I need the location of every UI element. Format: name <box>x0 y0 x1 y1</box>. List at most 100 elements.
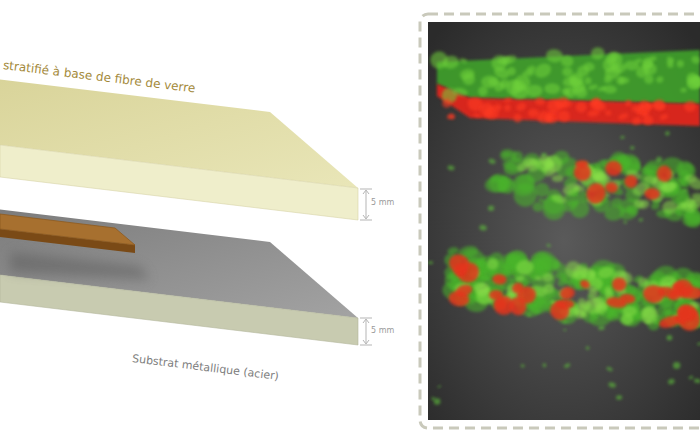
blob <box>547 298 573 323</box>
blob <box>642 62 658 76</box>
blob <box>623 220 627 224</box>
blob <box>620 312 634 326</box>
blob <box>504 97 513 103</box>
blob <box>528 109 539 118</box>
blob <box>694 378 700 383</box>
blob <box>604 109 612 116</box>
blob <box>454 282 474 299</box>
blob <box>642 284 665 304</box>
dashed-frame <box>420 14 700 428</box>
blob <box>562 67 574 78</box>
blob <box>537 155 553 172</box>
blob <box>633 199 644 208</box>
blob <box>556 277 569 288</box>
blob <box>588 270 597 278</box>
blob <box>563 329 566 331</box>
blob <box>678 306 693 321</box>
blob <box>542 273 554 282</box>
blob <box>661 200 677 216</box>
blob <box>604 181 618 194</box>
blob <box>484 176 509 193</box>
blob <box>488 158 496 165</box>
blob <box>683 100 697 113</box>
blob <box>584 180 609 206</box>
tomography-blobs <box>428 47 700 405</box>
blob <box>624 174 638 189</box>
blob <box>658 314 682 330</box>
blob <box>515 101 528 112</box>
blob <box>681 286 700 299</box>
blob <box>640 305 657 322</box>
blob <box>641 110 649 118</box>
blob <box>552 175 564 182</box>
blob <box>434 398 441 405</box>
blob <box>502 152 512 158</box>
blob <box>462 72 476 85</box>
dimension-mark <box>360 189 372 345</box>
steel-plate <box>0 210 358 345</box>
blob <box>492 273 507 285</box>
blob <box>515 259 535 276</box>
blob <box>655 164 673 183</box>
blob <box>546 243 551 247</box>
blob <box>506 79 521 95</box>
blob <box>501 53 518 66</box>
blob <box>583 76 593 86</box>
blob <box>583 62 595 72</box>
blob <box>532 61 554 81</box>
blob <box>562 75 579 88</box>
blob <box>544 83 560 94</box>
blob <box>667 378 675 385</box>
blob <box>570 263 590 283</box>
blob <box>611 277 626 292</box>
blob <box>493 103 502 111</box>
blob <box>447 115 455 120</box>
blob <box>582 294 606 317</box>
blob <box>666 56 675 63</box>
blob <box>459 58 467 64</box>
blob <box>525 159 540 173</box>
tomography-image <box>428 22 700 420</box>
blob <box>579 278 592 290</box>
blob <box>631 116 643 127</box>
blob <box>606 366 614 372</box>
blob <box>507 295 528 317</box>
blob <box>602 63 623 83</box>
blob <box>545 48 564 63</box>
blob <box>473 112 481 118</box>
blob <box>441 98 452 109</box>
blob <box>680 87 687 93</box>
blob <box>664 131 670 137</box>
blob <box>684 174 697 182</box>
blob <box>535 97 545 105</box>
blob <box>638 99 652 112</box>
dimension-label: 5 mm <box>371 198 394 208</box>
blob <box>690 54 700 65</box>
laminate-plate <box>0 80 358 220</box>
blob <box>534 276 542 281</box>
blob <box>515 275 525 283</box>
blob <box>644 188 660 200</box>
blob <box>428 261 433 264</box>
blob <box>606 296 628 309</box>
blob <box>559 285 577 301</box>
blob <box>597 86 606 92</box>
shadow <box>10 252 150 280</box>
blob <box>667 288 682 302</box>
blob <box>513 113 522 123</box>
blob <box>610 53 619 62</box>
layer-label: stratifié à base de fibre de verre <box>2 58 196 96</box>
blob <box>479 102 495 118</box>
blob <box>666 335 672 341</box>
blob <box>675 305 700 334</box>
blob <box>625 99 632 106</box>
blob <box>545 115 552 122</box>
blob <box>585 346 590 351</box>
blob <box>488 205 495 211</box>
blob <box>447 165 455 171</box>
adhesive-layer <box>0 214 135 253</box>
blob <box>572 162 594 184</box>
blob <box>676 60 684 68</box>
blob <box>697 342 700 346</box>
blob <box>604 160 622 177</box>
